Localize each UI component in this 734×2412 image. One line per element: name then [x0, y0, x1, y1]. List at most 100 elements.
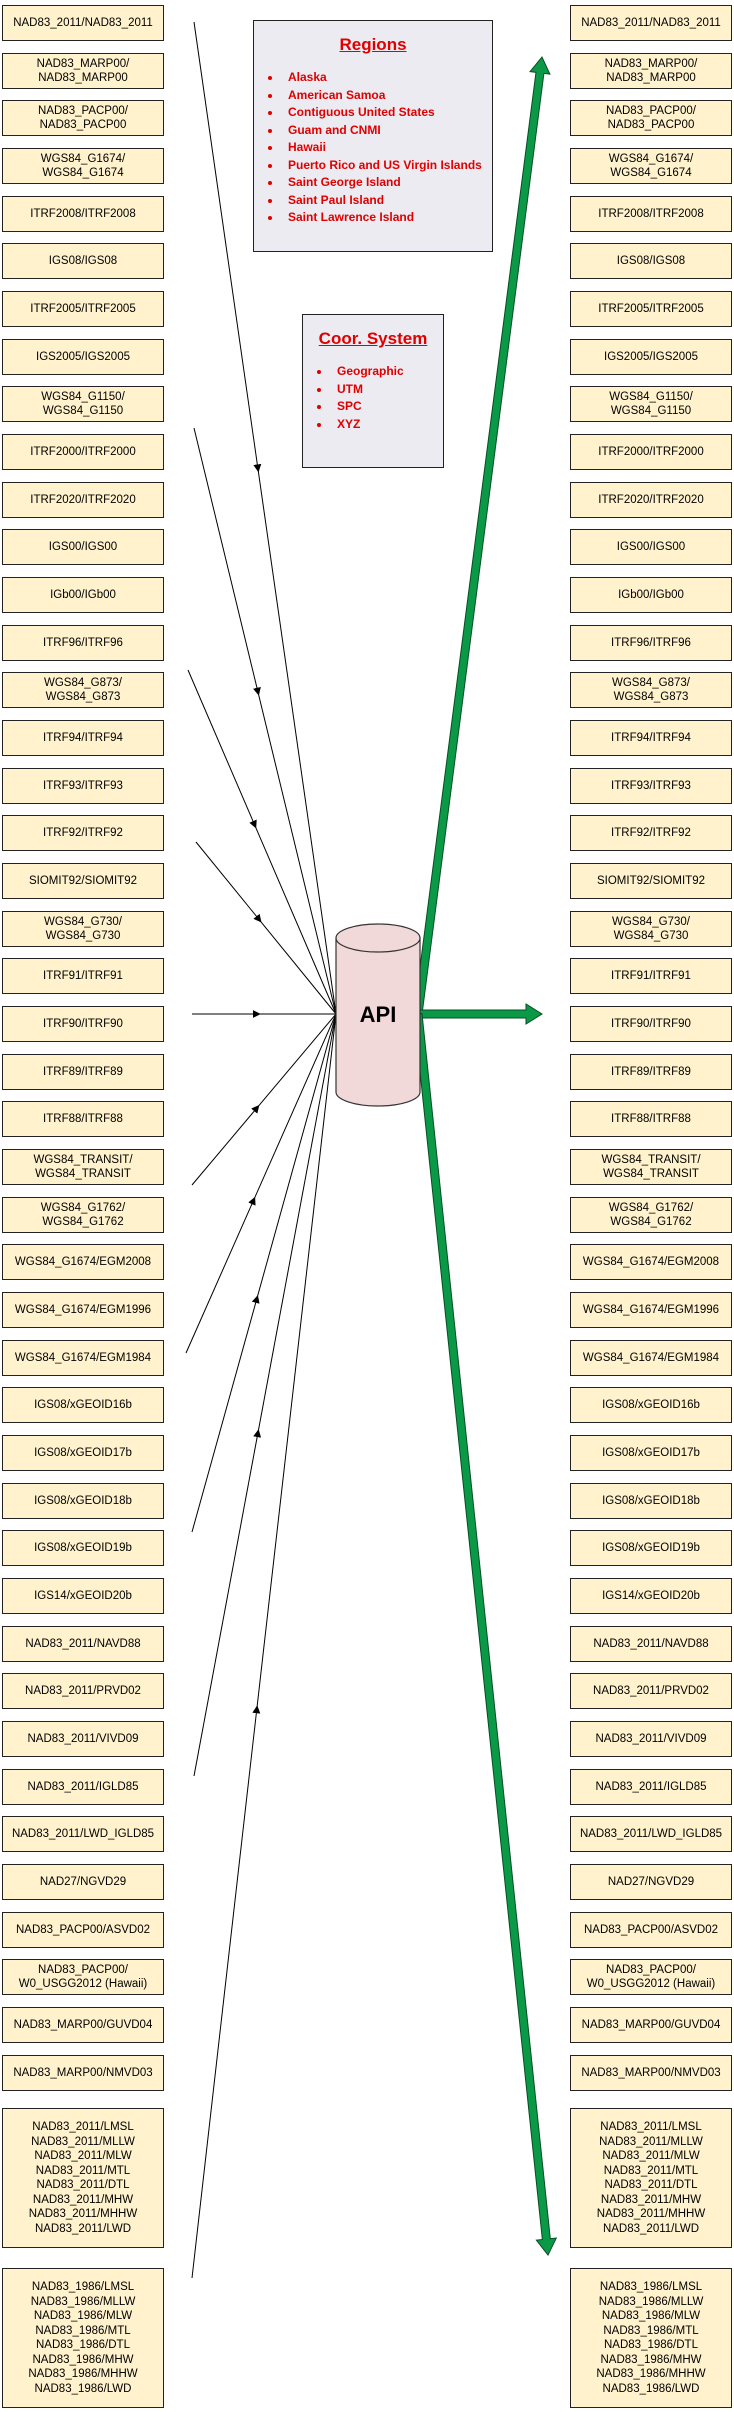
input-datum-box-itrf94-itrf94: ITRF94/ITRF94	[2, 720, 164, 756]
input-datum-label: WGS84_G1762/	[40, 1201, 126, 1214]
input-arrow	[191, 1295, 260, 1533]
input-datum-label: SIOMIT92/SIOMIT92	[29, 874, 137, 887]
output-datum-label: NAD83_2011/LMSL	[600, 2121, 702, 2133]
input-datum-label: NAD83_PACP00/	[38, 104, 128, 117]
input-datum-label: WGS84_G1150/	[41, 390, 125, 403]
input-datum-label: NAD83_2011/MLW	[34, 2150, 132, 2162]
input-datum-box-igs2005-igs2005: IGS2005/IGS2005	[2, 339, 164, 375]
input-datum-label: NAD83_MARP00	[38, 72, 128, 84]
output-datum-label: ITRF93/ITRF93	[611, 779, 691, 792]
output-datum-label: NAD83_2011/MLW	[602, 2150, 700, 2162]
input-datum-label: WGS84_G1150	[42, 405, 124, 417]
output-datum-box-itrf2005-itrf2005: ITRF2005/ITRF2005	[570, 291, 732, 327]
input-datum-label: NAD83_2011/MHHW	[28, 2208, 138, 2220]
coord-system-item: Geographic	[331, 363, 443, 381]
output-datum-label: NAD83_MARP00/GUVD04	[581, 2018, 721, 2031]
coord-system-item: SPC	[331, 398, 443, 416]
output-datum-label: IGS14/xGEOID20b	[602, 1589, 700, 1602]
input-datum-label: WGS84_TRANSIT	[35, 1168, 131, 1180]
input-datum-box-itrf96-itrf96: ITRF96/ITRF96	[2, 625, 164, 661]
output-datum-label: IGS2005/IGS2005	[604, 350, 698, 363]
output-datum-box-wgs84-g873-wgs84-g873: WGS84_G873/WGS84_G873	[570, 672, 732, 708]
input-arrow	[191, 1705, 261, 2279]
input-datum-label: NAD83_2011/MHW	[32, 2193, 134, 2206]
output-datum-label: NAD27/NGVD29	[607, 1875, 695, 1888]
output-datum-label: IGb00/IGb00	[618, 588, 684, 601]
input-arrow	[187, 669, 257, 829]
input-arrow	[193, 427, 261, 696]
output-datum-box-wgs84-g730-wgs84-g730: WGS84_G730/WGS84_G730	[570, 911, 732, 947]
output-datum-label: WGS84_G1150	[610, 405, 692, 417]
output-datum-box-nad83-2011-prvd02: NAD83_2011/PRVD02	[570, 1673, 732, 1709]
output-datum-box-itrf90-itrf90: ITRF90/ITRF90	[570, 1006, 732, 1042]
output-datum-box-igs08-xgeoid18b: IGS08/xGEOID18b	[570, 1483, 732, 1519]
input-datum-box-itrf92-itrf92: ITRF92/ITRF92	[2, 815, 164, 851]
output-datum-box-igb00-igb00: IGb00/IGb00	[570, 577, 732, 613]
input-datum-box-wgs84-transit-wgs84-transit: WGS84_TRANSIT/WGS84_TRANSIT	[2, 1149, 164, 1185]
output-datum-label: WGS84_G873	[613, 691, 689, 703]
output-datum-label: NAD83_2011/MLLW	[599, 2135, 703, 2148]
output-datum-box-igs08-xgeoid16b: IGS08/xGEOID16b	[570, 1387, 732, 1423]
output-datum-label: ITRF92/ITRF92	[611, 826, 691, 839]
input-datum-label: ITRF2020/ITRF2020	[30, 493, 136, 506]
input-datum-box-itrf90-itrf90: ITRF90/ITRF90	[2, 1006, 164, 1042]
output-datum-label: WGS84_G1762	[610, 1216, 692, 1228]
regions-title: Regions	[339, 35, 407, 54]
output-arrow-right	[417, 1003, 543, 1025]
output-datum-label: WGS84_TRANSIT	[603, 1168, 699, 1180]
output-datum-box-igs08-igs08: IGS08/IGS08	[570, 243, 732, 279]
input-datum-label: WGS84_G1674/EGM1996	[14, 1303, 152, 1316]
input-datum-box-nad83-pacp00-asvd02: NAD83_PACP00/ASVD02	[2, 1912, 164, 1948]
input-datum-label: ITRF88/ITRF88	[43, 1112, 123, 1125]
input-datum-box-wgs84-g1674-egm1996: WGS84_G1674/EGM1996	[2, 1292, 164, 1328]
input-datum-box-siomit92-siomit92: SIOMIT92/SIOMIT92	[2, 863, 164, 899]
output-datum-box-nad83-marp00-guvd04: NAD83_MARP00/GUVD04	[570, 2007, 732, 2043]
input-datum-label: NAD83_2011/VIVD09	[27, 1732, 139, 1745]
input-datum-label: NAD83_MARP00/NMVD03	[13, 2066, 153, 2079]
input-arrow	[185, 1196, 256, 1354]
input-datum-label: NAD83_2011/MLLW	[31, 2135, 135, 2148]
input-datum-box-itrf2005-itrf2005: ITRF2005/ITRF2005	[2, 291, 164, 327]
api-cylinder-body	[335, 938, 421, 1107]
input-datum-box-nad83-pacp00-nad83-pacp00: NAD83_PACP00/NAD83_PACP00	[2, 100, 164, 136]
output-datum-label: NAD83_1986/MLLW	[598, 2295, 704, 2308]
input-datum-label: NAD83_PACP00/	[38, 1963, 128, 1976]
output-datum-label: NAD83_1986/MTL	[603, 2324, 699, 2337]
input-datum-label: IGS08/xGEOID17b	[34, 1446, 132, 1459]
input-datum-label: NAD83_2011/IGLD85	[27, 1780, 139, 1793]
input-datum-box-nad83-marp00-nad83-marp00: NAD83_MARP00/NAD83_MARP00	[2, 53, 164, 89]
output-arrow-down	[413, 1013, 558, 2256]
output-datum-box-igs2005-igs2005: IGS2005/IGS2005	[570, 339, 732, 375]
input-datum-label: ITRF92/ITRF92	[43, 826, 123, 839]
input-datum-label: NAD83_1986/LWD	[34, 2382, 132, 2395]
coord-system-item: XYZ	[331, 416, 443, 434]
output-datum-box-wgs84-g1150-wgs84-g1150: WGS84_G1150/WGS84_G1150	[570, 386, 732, 422]
output-datum-box-igs08-xgeoid17b: IGS08/xGEOID17b	[570, 1435, 732, 1471]
output-datum-box-itrf94-itrf94: ITRF94/ITRF94	[570, 720, 732, 756]
input-datum-label: W0_USGG2012 (Hawaii)	[18, 1978, 148, 1990]
input-datum-label: NAD83_2011/NAD83_2011	[13, 16, 153, 29]
input-arrow-tail	[257, 468, 337, 1015]
output-datum-label: NAD83_2011/MHHW	[596, 2208, 706, 2220]
output-datum-label: WGS84_G1674	[610, 167, 692, 179]
input-datum-label: NAD83_MARP00/	[36, 57, 130, 70]
output-datum-label: WGS84_G1674/EGM1996	[582, 1303, 720, 1316]
input-arrow-tail	[257, 691, 337, 1015]
input-datum-box-itrf2008-itrf2008: ITRF2008/ITRF2008	[2, 196, 164, 232]
input-datum-label: NAD83_MARP00/GUVD04	[13, 2018, 153, 2031]
output-datum-box-nad83-pacp00-w0-usgg2012-hawaii: NAD83_PACP00/W0_USGG2012 (Hawaii)	[570, 1959, 732, 1995]
input-datum-box-igs00-igs00: IGS00/IGS00	[2, 529, 164, 565]
regions-item: Alaska	[282, 69, 492, 87]
output-datum-label: NAD83_2011/PRVD02	[593, 1684, 709, 1697]
input-datum-box-igs08-xgeoid19b: IGS08/xGEOID19b	[2, 1530, 164, 1566]
output-datum-label: WGS84_G1674/EGM2008	[582, 1255, 720, 1268]
input-datum-label: NAD83_2011/PRVD02	[25, 1684, 141, 1697]
output-datum-box-nad83-pacp00-asvd02: NAD83_PACP00/ASVD02	[570, 1912, 732, 1948]
input-datum-label: NAD83_1986/MHHW	[28, 2368, 138, 2380]
input-datum-box-itrf93-itrf93: ITRF93/ITRF93	[2, 768, 164, 804]
output-datum-label: ITRF94/ITRF94	[611, 731, 691, 744]
output-datum-box-itrf88-itrf88: ITRF88/ITRF88	[570, 1101, 732, 1137]
output-datum-label: NAD83_2011/NAD83_2011	[581, 16, 721, 29]
input-arrow-tail	[256, 1013, 337, 1710]
regions-item: American Samoa	[282, 87, 492, 105]
